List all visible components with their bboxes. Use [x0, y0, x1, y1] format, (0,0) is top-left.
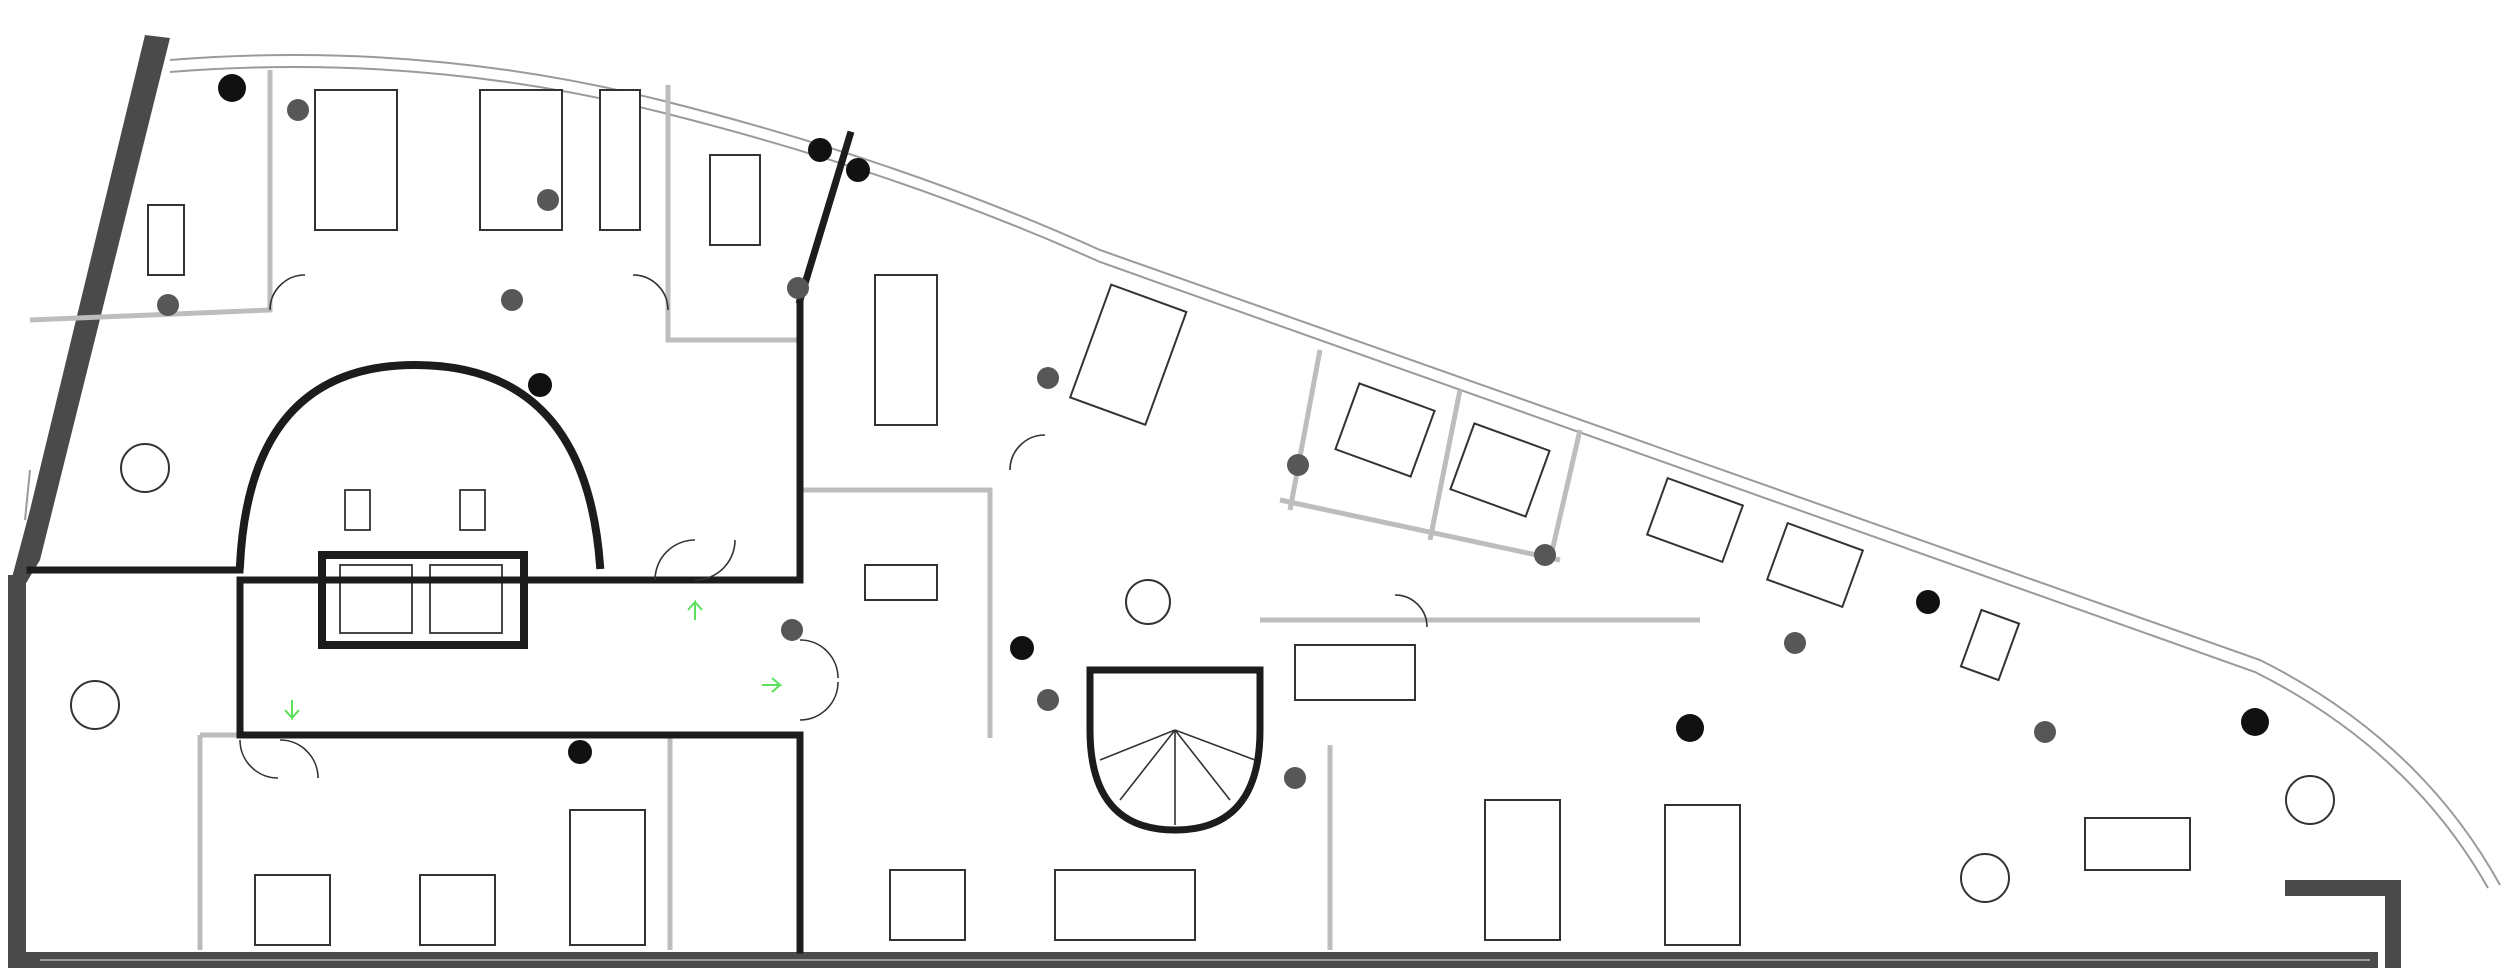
desk-cluster-s-6: [1484, 799, 1561, 941]
door-swing: [654, 539, 736, 581]
partition-east-row: [1279, 349, 1583, 563]
plant-icon: [568, 740, 592, 764]
stair-treads: [1099, 729, 1256, 825]
spiral-stair-outline: [1086, 666, 1264, 834]
desk-office-nw: [147, 204, 185, 276]
round-tables: [70, 443, 2335, 903]
curved-facade-outer: [169, 54, 2501, 886]
columns: [157, 99, 2056, 789]
plant-icon: [808, 138, 832, 162]
column: [1037, 689, 1059, 711]
plant-icon: [1010, 636, 1034, 660]
door-swing: [239, 739, 319, 779]
round-table-w-2: [70, 680, 120, 730]
exterior-wall-west: [10, 35, 170, 585]
door-swing: [632, 274, 669, 311]
desk-cluster-s-7: [1664, 804, 1741, 946]
reception-desk: [864, 564, 938, 601]
column: [537, 189, 559, 211]
exit-arrows: [284, 599, 783, 721]
core-divider: [795, 130, 855, 305]
desk-cluster-e-3: [1449, 422, 1551, 518]
desk-cluster-e-1: [1068, 283, 1188, 427]
desk-cluster-e-5: [1765, 521, 1865, 609]
desk-cluster-e-4: [1645, 476, 1745, 564]
exterior-wall-east: [2385, 880, 2401, 968]
meeting-table-n: [709, 154, 761, 246]
desk-cluster-nw-3: [599, 89, 641, 231]
plant-icon: [1916, 590, 1940, 614]
interior-partitions: [29, 70, 1700, 950]
exterior-walls: [8, 35, 2401, 968]
partition-corridor: [800, 487, 1700, 950]
doors: [239, 274, 1428, 779]
plant-icon: [218, 74, 246, 102]
column: [1284, 767, 1306, 789]
spiral-stair: [1086, 666, 1264, 834]
desk-cluster-e-2: [1334, 382, 1436, 478]
wc-2: [459, 489, 486, 531]
round-table-center: [1125, 579, 1171, 625]
core-elevator-block: [318, 551, 528, 649]
meeting-table-center: [1294, 644, 1416, 701]
meeting-table-se: [2084, 817, 2191, 871]
exterior-wall-southeast: [2285, 880, 2395, 896]
door-swing: [799, 639, 839, 721]
column: [1534, 544, 1556, 566]
plants: [218, 74, 2269, 764]
desk-cluster-nw-1: [314, 89, 398, 231]
plant-icon: [528, 373, 552, 397]
desk-cluster-s-5: [1054, 869, 1196, 941]
arrow-icon: [762, 677, 783, 693]
plant-icon: [846, 158, 870, 182]
elevator-1: [339, 564, 413, 634]
column: [1037, 367, 1059, 389]
partition-meeting-north: [665, 85, 800, 343]
elevator-2: [429, 564, 503, 634]
plant-icon: [1676, 714, 1704, 742]
facade-mullion-west: [24, 469, 31, 521]
furniture: [147, 89, 2191, 946]
column: [2034, 721, 2056, 743]
round-table-se-1: [1960, 853, 2010, 903]
round-table-se-2: [2285, 775, 2335, 825]
desk-cluster-s-2: [419, 874, 496, 946]
exterior-wall-west-lower: [8, 575, 26, 965]
column: [287, 99, 309, 121]
arrow-icon: [284, 700, 300, 721]
corridor-walls: [26, 296, 804, 954]
column: [1784, 632, 1806, 654]
building-core: [26, 130, 855, 954]
wc-1: [344, 489, 371, 531]
desk-office-e: [1959, 608, 2021, 682]
core-arc: [235, 360, 605, 570]
column: [787, 277, 809, 299]
desk-cluster-s-3: [569, 809, 646, 946]
door-swing: [1394, 594, 1428, 628]
plant-icon: [2241, 708, 2269, 736]
column: [157, 294, 179, 316]
desk-cluster-s-1: [254, 874, 331, 946]
column: [1287, 454, 1309, 476]
round-table-w-1: [120, 443, 170, 493]
desk-cluster-s-4: [889, 869, 966, 941]
arrow-icon: [687, 599, 703, 620]
door-swing: [1009, 434, 1046, 471]
column: [781, 619, 803, 641]
door-swing: [269, 274, 306, 311]
conference-table: [874, 274, 938, 426]
column: [501, 289, 523, 311]
